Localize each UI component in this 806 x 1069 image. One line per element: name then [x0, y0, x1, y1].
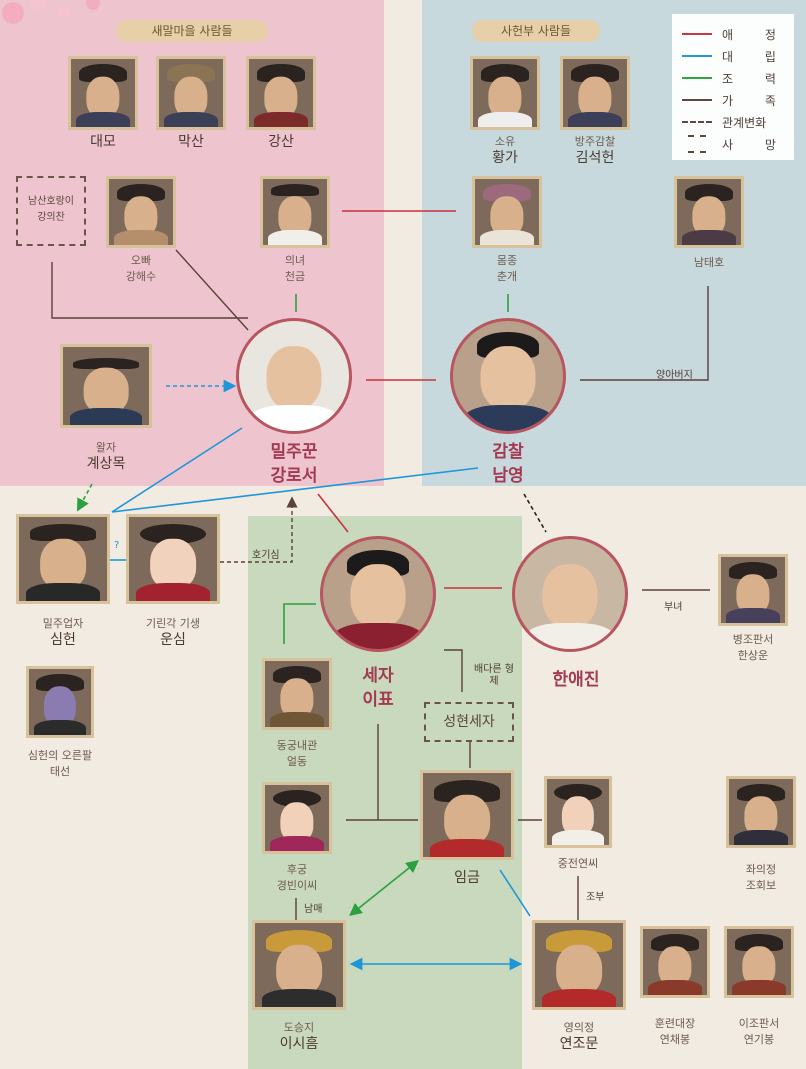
portrait-kangroseo — [236, 318, 352, 434]
portrait-kimseokhyun — [560, 56, 630, 130]
legend-change: 관계변화 — [682, 114, 766, 130]
edge-label-grandfather: 조부 — [586, 892, 605, 903]
edge-label-half-brothers: 배다른 형제 — [474, 664, 514, 687]
label-gangsan: 강산 — [268, 134, 294, 150]
office-group-label: 사헌부 사람들 — [472, 20, 600, 42]
portrait-ipyo — [320, 536, 436, 652]
label-daemo: 대모 — [90, 134, 116, 150]
label-haneajin: 한애진 — [552, 670, 600, 690]
portrait-maksan — [156, 56, 226, 130]
portrait-queen — [544, 776, 612, 848]
portrait-isiheum — [252, 920, 346, 1010]
village-group-label: 새말마을 사람들 — [116, 20, 268, 42]
portrait-ildong — [262, 658, 332, 730]
edge-label-question: ? — [114, 540, 120, 551]
edge-label-father-daughter: 부녀 — [664, 602, 683, 613]
legend-love: 애 정 — [682, 26, 790, 42]
portrait-namtaeho — [674, 176, 744, 248]
portrait-haneajin — [512, 536, 628, 652]
legend-conflict: 대 립 — [682, 48, 790, 64]
portrait-johoebo — [726, 776, 796, 848]
portrait-gyeongbin — [262, 782, 332, 854]
portrait-unsim — [126, 514, 220, 604]
portrait-hansangun — [718, 554, 788, 626]
portrait-chunge — [472, 176, 542, 248]
edge-label-curiosity: 호기심 — [252, 550, 280, 561]
portrait-yeonjomun — [532, 920, 626, 1010]
label-namtaeho: 남태호 — [693, 256, 725, 269]
deceased-seonghyeon: 성현세자 — [424, 702, 514, 742]
portrait-taeseon — [26, 666, 94, 738]
label-queen: 중전연씨 — [557, 857, 599, 870]
label-maksan: 막산 — [178, 134, 204, 150]
portrait-daemo — [68, 56, 138, 130]
label-king: 임금 — [454, 870, 480, 886]
legend: 애 정 대 립 조 력 가 족 관계변화 사 망 — [672, 14, 794, 160]
edge-label-adoptive-father: 양아버지 — [656, 370, 693, 381]
portrait-cheongeum — [260, 176, 330, 248]
legend-family: 가 족 — [682, 92, 790, 108]
portrait-hwangga — [470, 56, 540, 130]
portrait-yeongibong — [724, 926, 794, 998]
portrait-namyoung — [450, 318, 566, 434]
portrait-king — [420, 770, 514, 860]
portrait-simheon — [16, 514, 110, 604]
legend-cooperation: 조 력 — [682, 70, 790, 86]
portrait-gangsan — [246, 56, 316, 130]
portrait-yeonchaebong — [640, 926, 710, 998]
portrait-gyesangmok — [60, 344, 152, 428]
legend-death: 사 망 — [682, 135, 790, 153]
edge-label-siblings: 남매 — [304, 904, 323, 915]
portrait-kanghaesu — [106, 176, 176, 248]
